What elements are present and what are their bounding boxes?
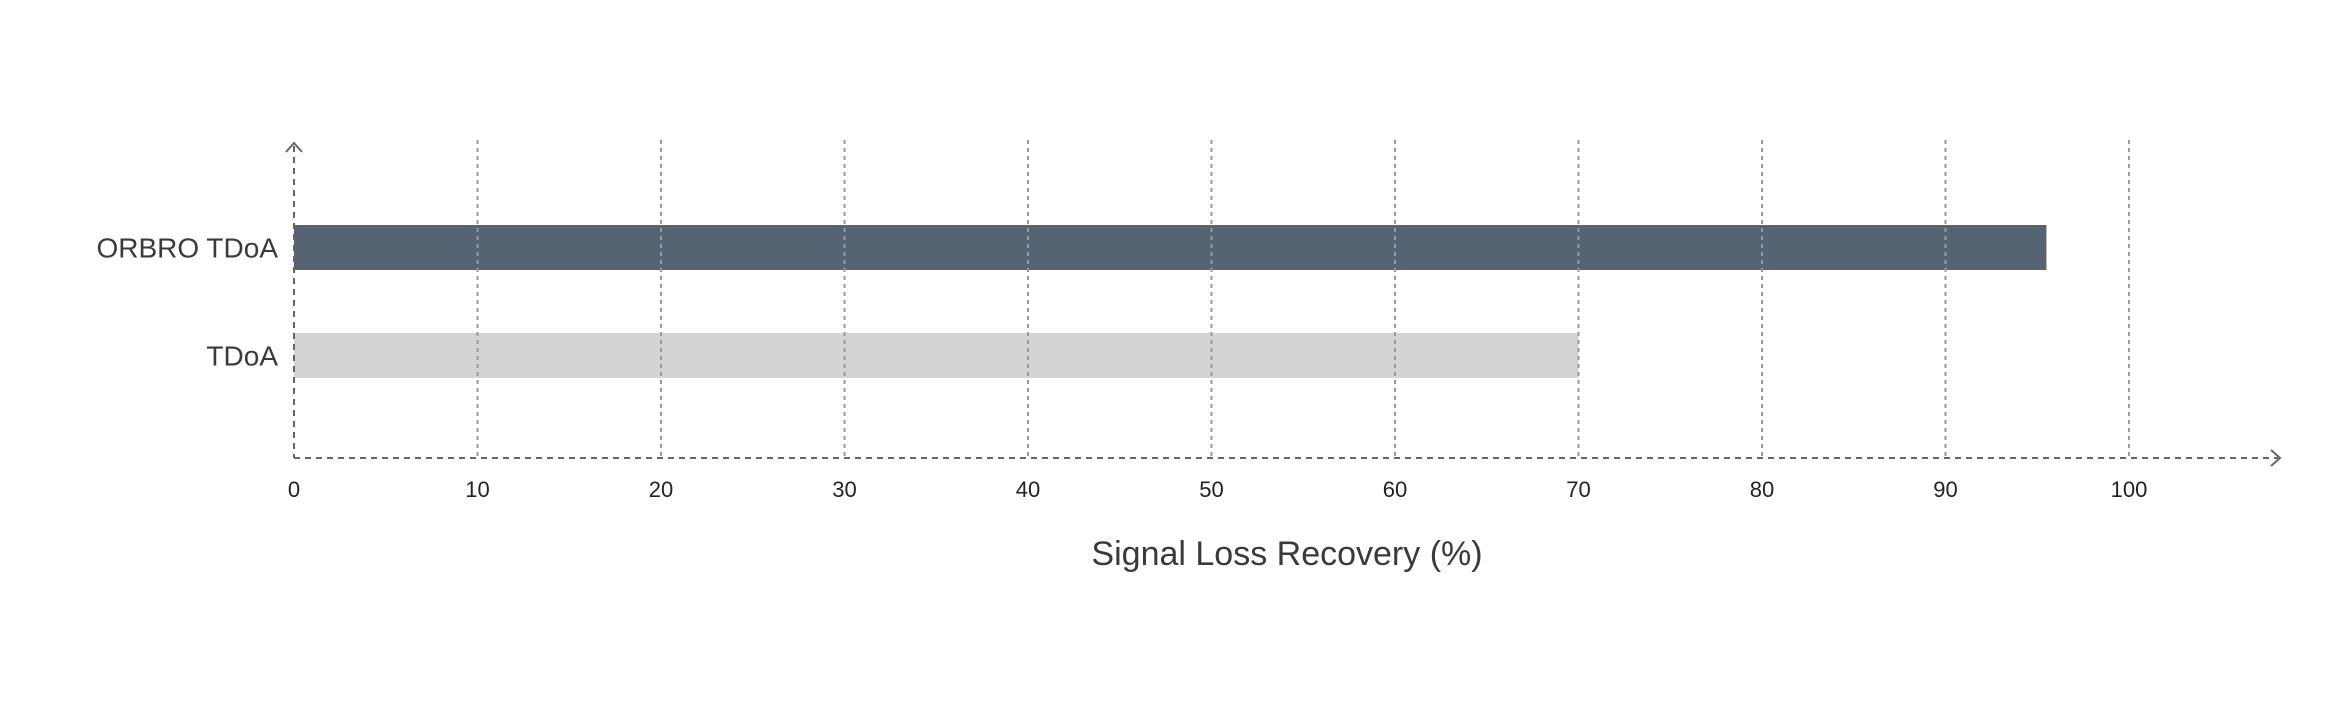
axes xyxy=(285,141,2282,467)
x-axis-title: Signal Loss Recovery (%) xyxy=(1091,535,1482,573)
x-tick-label: 0 xyxy=(288,477,300,502)
x-tick-label: 30 xyxy=(832,477,856,502)
category-label: ORBRO TDoA xyxy=(96,233,278,264)
bars xyxy=(294,225,2047,378)
x-tick-label: 80 xyxy=(1750,477,1774,502)
y-axis-arrow-icon xyxy=(285,141,303,153)
x-tick-label: 20 xyxy=(649,477,673,502)
x-tick-labels: 0 10 20 30 40 50 60 70 80 90 100 xyxy=(288,477,2147,502)
x-tick-label: 10 xyxy=(465,477,489,502)
x-tick-label: 100 xyxy=(2111,477,2148,502)
x-axis-arrow-icon xyxy=(2270,449,2282,467)
bar-orbro-tdoa xyxy=(294,225,2047,270)
bar-tdoa xyxy=(294,333,1579,378)
category-labels: ORBRO TDoA TDoA xyxy=(96,233,278,372)
category-label: TDoA xyxy=(206,341,278,372)
vertical-gridlines xyxy=(476,140,2130,458)
x-tick-label: 50 xyxy=(1199,477,1223,502)
x-tick-label: 40 xyxy=(1016,477,1040,502)
x-tick-label: 60 xyxy=(1383,477,1407,502)
x-tick-label: 90 xyxy=(1933,477,1957,502)
x-tick-label: 70 xyxy=(1566,477,1590,502)
